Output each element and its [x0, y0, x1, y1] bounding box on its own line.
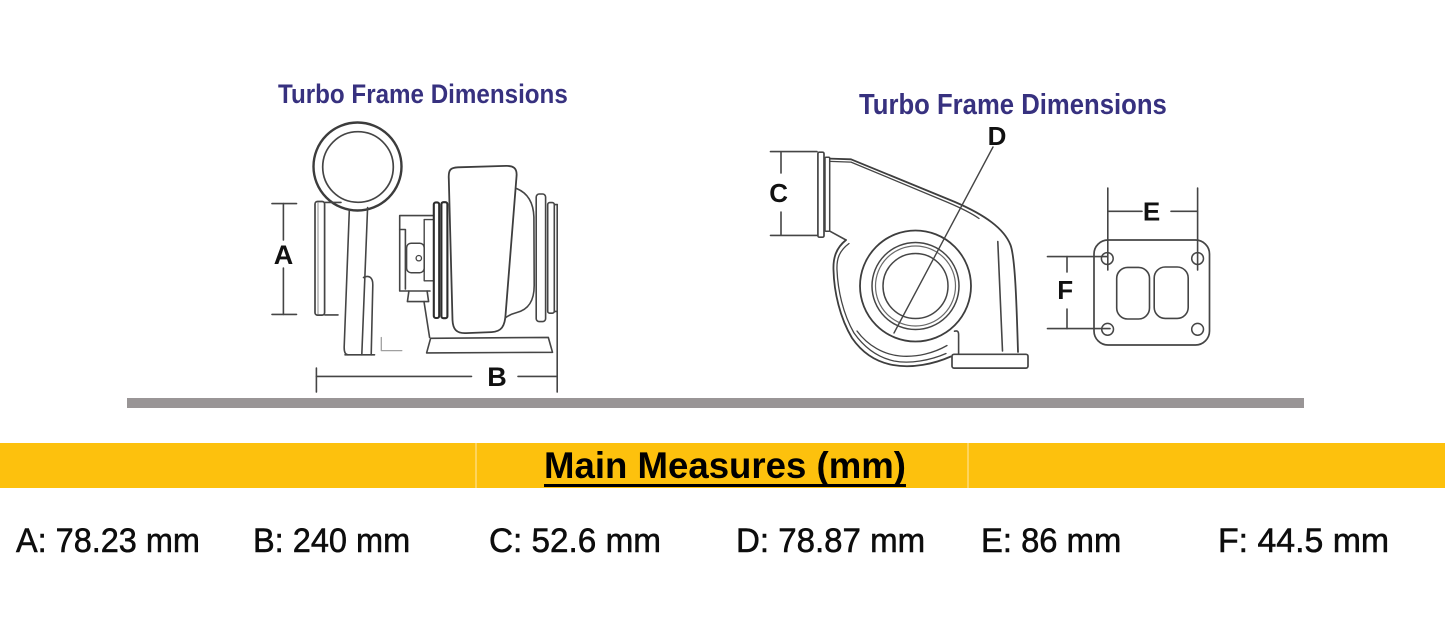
svg-text:D: D	[988, 121, 1007, 151]
svg-text:A: A	[274, 240, 294, 270]
svg-text:B: B	[487, 362, 507, 392]
svg-text:C: C	[769, 178, 788, 208]
svg-text:E: E	[1143, 197, 1160, 227]
svg-text:F: F	[1057, 275, 1073, 305]
